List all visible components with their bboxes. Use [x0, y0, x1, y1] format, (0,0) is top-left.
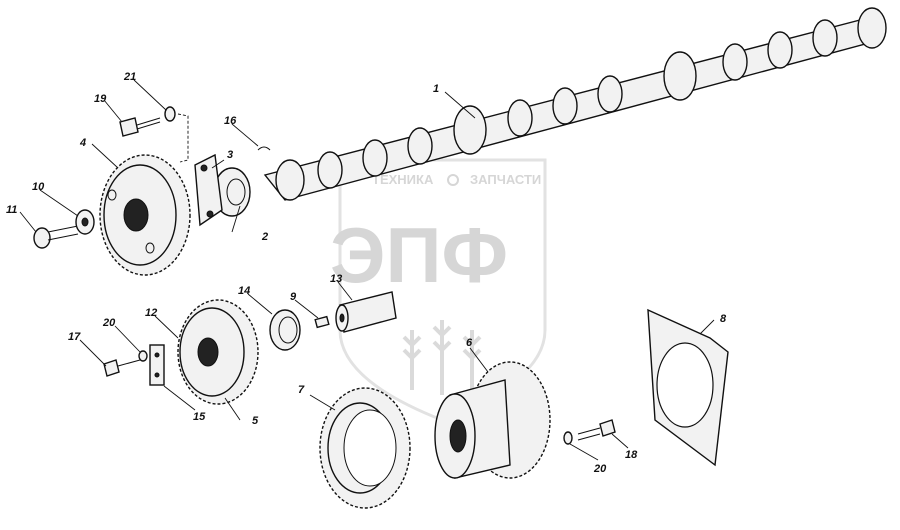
callout-4: 4 [79, 137, 86, 149]
callout-labels: 1 2 3 4 5 6 7 8 9 10 11 12 13 14 15 16 1… [6, 71, 727, 475]
leader-lines [19, 79, 715, 461]
watermark: ТЕХНИКА ЗАПЧАСТИ ЭПФ [330, 158, 547, 422]
callout-17: 17 [68, 331, 81, 343]
bolt-18 [577, 419, 616, 441]
callout-2: 2 [261, 231, 268, 243]
callout-20-left: 20 [102, 317, 116, 329]
callout-20-right: 20 [593, 463, 607, 475]
callout-9: 9 [290, 291, 297, 303]
plate-15 [149, 344, 165, 386]
washer-20-left [138, 350, 148, 362]
key-16 [257, 146, 271, 151]
callout-21: 21 [123, 71, 136, 83]
washer-20-right [563, 431, 573, 445]
callout-3: 3 [227, 149, 233, 161]
callout-8: 8 [720, 313, 727, 325]
callout-15: 15 [193, 411, 206, 423]
ring-14 [269, 309, 301, 351]
pin-9 [314, 315, 330, 329]
thrust-flange [194, 153, 223, 227]
watermark-logo: ЭПФ [330, 211, 508, 299]
callout-5: 5 [252, 415, 259, 427]
callout-1: 1 [433, 83, 439, 95]
callout-13: 13 [330, 273, 342, 285]
callout-10: 10 [32, 181, 45, 193]
bolt-11 [33, 225, 79, 249]
callout-19: 19 [94, 93, 107, 105]
callout-7: 7 [298, 384, 305, 396]
watermark-text-left: ТЕХНИКА [372, 172, 434, 187]
gasket [647, 308, 729, 467]
callout-12: 12 [145, 307, 157, 319]
wheat-icon [402, 320, 482, 395]
intermediate-gear [177, 299, 259, 405]
washer-21 [164, 106, 176, 122]
gear-icon [447, 174, 459, 186]
bolt-17 [103, 359, 141, 377]
shaft-13 [335, 291, 397, 333]
camshaft [263, 7, 887, 201]
ring-gear [319, 387, 411, 509]
callout-6: 6 [466, 337, 473, 349]
camshaft-gear [99, 154, 191, 276]
callout-11: 11 [6, 204, 17, 216]
callout-16: 16 [224, 115, 237, 127]
bolt-19 [119, 117, 161, 137]
callout-18: 18 [625, 449, 638, 461]
washer-10 [75, 209, 95, 235]
watermark-text-right: ЗАПЧАСТИ [470, 172, 541, 187]
callout-14: 14 [238, 285, 250, 297]
camshaft-lobes [275, 7, 887, 201]
drive-gear-assembly [434, 361, 551, 479]
